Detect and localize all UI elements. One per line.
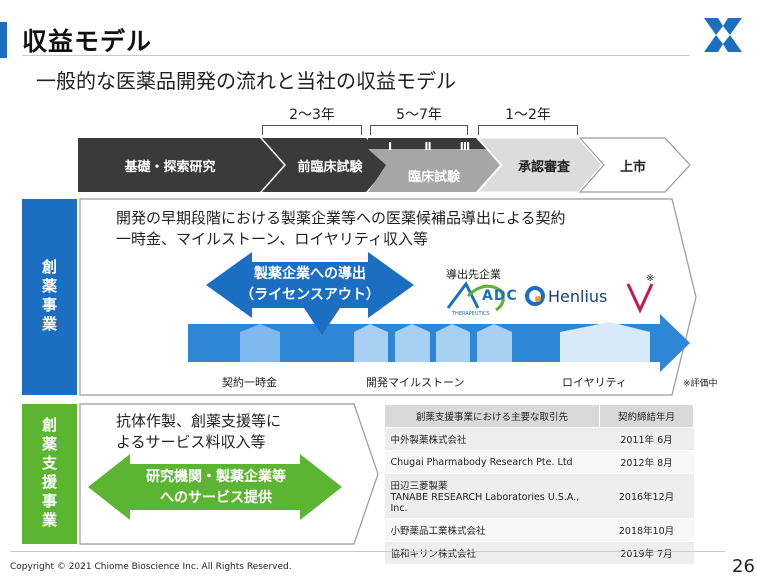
revenue-label-royalty: ロイヤリティ bbox=[562, 376, 628, 389]
evaluation-note: ※評価中 bbox=[683, 379, 718, 389]
stage-chevron-research bbox=[78, 138, 284, 192]
stage-chevron-clinical bbox=[368, 149, 500, 192]
title-accent-bar bbox=[0, 22, 7, 58]
discovery-description-line2: 一時金、マイルストーン、ロイヤリティ収入等 bbox=[116, 230, 429, 248]
discovery-label-box bbox=[22, 199, 77, 395]
client-name: Chugai Pharmabody Research Pte. Ltd bbox=[384, 450, 600, 474]
license-out-line1: 製薬企業への導出 bbox=[254, 266, 366, 282]
duration-bracket bbox=[370, 125, 468, 135]
support-section-label: 創薬支援事業 bbox=[40, 417, 58, 531]
footer-divider bbox=[10, 551, 725, 552]
duration-bracket bbox=[262, 125, 362, 135]
page-number: 26 bbox=[732, 556, 755, 577]
table-header-row: 創薬支援事業における主要な取引先 契約締結年月 bbox=[384, 404, 694, 428]
table-row: 協和キリン株式会社 2019年 7月 bbox=[384, 541, 694, 565]
henlius-logo-dot bbox=[535, 296, 541, 302]
stage-label-research: 基礎・探索研究 bbox=[124, 160, 216, 175]
client-name: 中外製薬株式会社 bbox=[384, 427, 600, 451]
partner-adc-subtext: THERAPEUTICS bbox=[452, 311, 490, 317]
copyright-text: Copyright © 2021 Chiome Bioscience Inc. … bbox=[10, 562, 292, 572]
client-table: 創薬支援事業における主要な取引先 契約締結年月 中外製薬株式会社 2011年 6… bbox=[384, 404, 694, 565]
title-divider bbox=[22, 55, 690, 56]
support-description-line1: 抗体作製、創薬支援等に bbox=[116, 412, 282, 430]
table-header-date: 契約締結年月 bbox=[599, 404, 694, 428]
partner-adc-name: ADC bbox=[482, 288, 518, 304]
company-logo-icon bbox=[704, 18, 742, 52]
page-subtitle: 一般的な医薬品開発の流れと当社の収益モデル bbox=[36, 69, 456, 93]
contract-date: 2012年 8月 bbox=[599, 450, 694, 474]
revenue-milestone-tab bbox=[395, 324, 430, 362]
service-arrow bbox=[88, 454, 342, 520]
table-row: 田辺三菱製薬 TANABE RESEARCH Laboratories U.S.… bbox=[384, 473, 694, 519]
stage-label-launch: 上市 bbox=[619, 160, 646, 175]
client-name-multiline: 田辺三菱製薬 TANABE RESEARCH Laboratories U.S.… bbox=[384, 473, 600, 519]
service-arrow-line1: 研究機関・製薬企業等 bbox=[146, 469, 286, 485]
revenue-label-upfront: 契約一時金 bbox=[222, 376, 277, 389]
partner-note-mark: ※ bbox=[646, 273, 655, 284]
revenue-milestone-tab bbox=[436, 324, 470, 362]
adc-logo-icon bbox=[466, 284, 505, 312]
revenue-milestone-tab bbox=[240, 324, 280, 362]
license-out-arrow bbox=[206, 252, 414, 335]
duration-bracket bbox=[478, 125, 578, 135]
client-name: 小野薬品工業株式会社 bbox=[384, 518, 600, 542]
partner-henlius-name: Henlius bbox=[548, 287, 608, 306]
stage-chevron-preclinical bbox=[262, 138, 390, 192]
contract-date: 2018年10月 bbox=[599, 518, 694, 542]
duration-preclinical: 2～3年 bbox=[289, 107, 335, 123]
page-title: 収益モデル bbox=[22, 27, 153, 56]
contract-date: 2016年12月 bbox=[599, 473, 694, 519]
client-name: 田辺三菱製薬 bbox=[390, 481, 448, 492]
phase-label-3: Ⅲ bbox=[459, 140, 471, 153]
table-header-client: 創薬支援事業における主要な取引先 bbox=[384, 404, 600, 428]
stage-chevron-clinical-top bbox=[368, 138, 486, 149]
client-name-english: TANABE RESEARCH Laboratories U.S.A., Inc… bbox=[390, 492, 580, 514]
discovery-section-label: 創薬事業 bbox=[40, 259, 58, 335]
stage-chevron-launch bbox=[578, 137, 691, 193]
henlius-logo-icon bbox=[525, 286, 545, 306]
discovery-description-line1: 開発の早期段階における製薬企業等への医薬候補品導出による契約 bbox=[116, 209, 566, 227]
duration-clinical: 5～7年 bbox=[396, 107, 442, 123]
table-row: 中外製薬株式会社 2011年 6月 bbox=[384, 427, 694, 451]
table-row: Chugai Pharmabody Research Pte. Ltd 2012… bbox=[384, 450, 694, 474]
license-out-line2: （ライセンスアウト） bbox=[240, 287, 380, 303]
table-row: 小野薬品工業株式会社 2018年10月 bbox=[384, 518, 694, 542]
stage-label-approval: 承認審査 bbox=[517, 160, 570, 175]
contract-date: 2019年 7月 bbox=[599, 541, 694, 565]
revenue-milestone-tab bbox=[477, 324, 512, 362]
adc-logo-icon bbox=[446, 281, 480, 309]
support-label-box bbox=[22, 404, 77, 544]
service-arrow-line2: へのサービス提供 bbox=[160, 490, 272, 506]
phase-label-1: Ⅰ bbox=[387, 140, 393, 153]
sema-logo-icon bbox=[626, 283, 654, 314]
revenue-royalty-tab bbox=[560, 322, 650, 362]
contract-date: 2011年 6月 bbox=[599, 427, 694, 451]
duration-approval: 1～2年 bbox=[505, 107, 551, 123]
partners-heading: 導出先企業 bbox=[446, 268, 501, 281]
support-description-line2: よるサービス料収入等 bbox=[116, 433, 266, 451]
stage-chevron-approval bbox=[476, 137, 603, 193]
stage-label-preclinical: 前臨床試験 bbox=[297, 160, 363, 175]
revenue-milestone-tab bbox=[354, 324, 388, 362]
stage-label-clinical: 臨床試験 bbox=[407, 170, 460, 185]
revenue-label-milestone: 開発マイルストーン bbox=[366, 376, 465, 389]
client-name: 協和キリン株式会社 bbox=[384, 541, 600, 565]
phase-label-2: Ⅱ bbox=[424, 140, 432, 153]
